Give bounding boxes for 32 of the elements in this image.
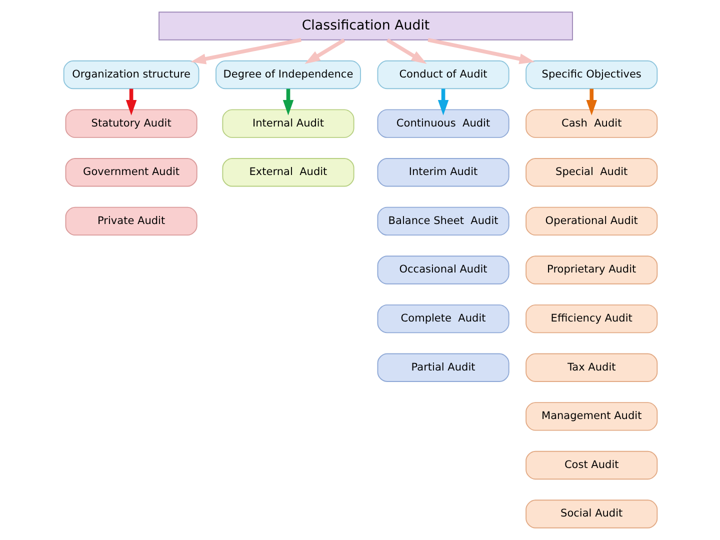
arrow: [386, 38, 426, 64]
node-box: Operational Audit: [525, 206, 658, 236]
node-box: Partial Audit: [376, 353, 509, 382]
node-box: Tax Audit: [525, 353, 658, 382]
node-box: Special Audit: [525, 158, 658, 187]
node-box: Internal Audit: [222, 109, 354, 138]
arrow: [586, 88, 596, 116]
node-box: Cost Audit: [525, 450, 658, 480]
node-box: Continuous Audit: [376, 109, 509, 138]
node-box: Interim Audit: [376, 158, 509, 187]
node-box: Management Audit: [525, 402, 658, 431]
arrow: [304, 38, 345, 64]
node-box: Complete Audit: [376, 304, 509, 334]
node-box: Degree of Independence: [215, 60, 360, 90]
node-box: Efficiency Audit: [525, 304, 658, 334]
node-box: Government Audit: [64, 158, 197, 187]
arrow: [437, 88, 448, 116]
node-box: Private Audit: [64, 206, 197, 236]
node-box: Statutory Audit: [64, 109, 197, 138]
node-box: Balance Sheet Audit: [376, 206, 509, 236]
node-box: Classification Audit: [158, 12, 572, 40]
node-box: Social Audit: [525, 500, 658, 528]
node-box: Organization structure: [62, 60, 199, 90]
node-box: Specific Objectives: [525, 60, 658, 90]
arrow: [427, 38, 534, 64]
node-box: Conduct of Audit: [376, 60, 509, 90]
arrow: [282, 88, 294, 116]
node-box: Occasional Audit: [376, 256, 509, 284]
arrow: [125, 88, 136, 116]
node-box: External Audit: [222, 158, 354, 187]
node-box: Proprietary Audit: [525, 256, 658, 284]
node-box: Cash Audit: [525, 109, 658, 138]
